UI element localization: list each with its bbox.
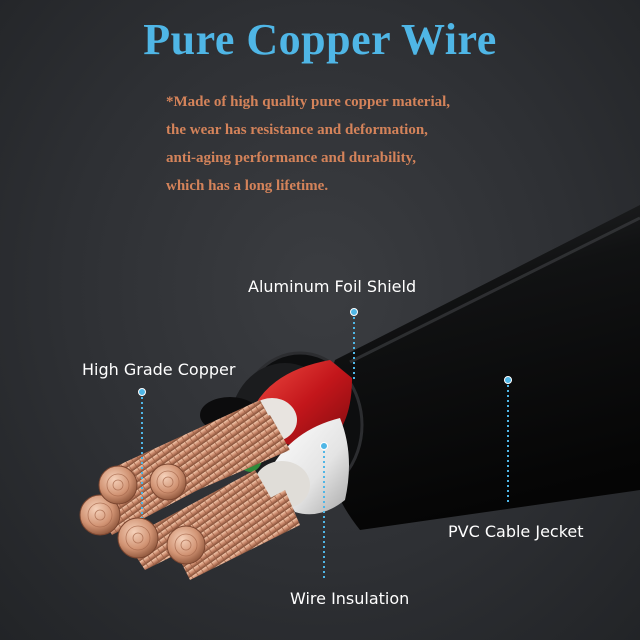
jacket-highlight — [349, 216, 640, 364]
strand-texture — [87, 470, 198, 557]
description-line: anti-aging performance and durability, — [166, 150, 417, 166]
description-line: the wear has resistance and deformation, — [166, 122, 428, 138]
callout-dot-copper — [138, 388, 146, 396]
description-text: *Made of high quality pure copper materi… — [166, 88, 626, 200]
label-aluminum-foil-shield: Aluminum Foil Shield — [248, 277, 417, 296]
label-pvc-cable-jacket: PVC Cable Jecket — [448, 522, 584, 541]
callout-dot-foil — [350, 308, 358, 316]
callout-dot-insulation — [320, 442, 328, 450]
description-line: *Made of high quality pure copper materi… — [166, 94, 451, 110]
description-line: which has a long lifetime. — [166, 178, 329, 194]
label-high-grade-copper: High Grade Copper — [82, 360, 236, 379]
copper-strand-ends — [79, 463, 206, 565]
page-title: Pure Copper Wire — [143, 15, 497, 64]
pvc-jacket — [322, 205, 640, 530]
label-wire-insulation: Wire Insulation — [290, 589, 410, 608]
callout-dot-jacket — [504, 376, 512, 384]
